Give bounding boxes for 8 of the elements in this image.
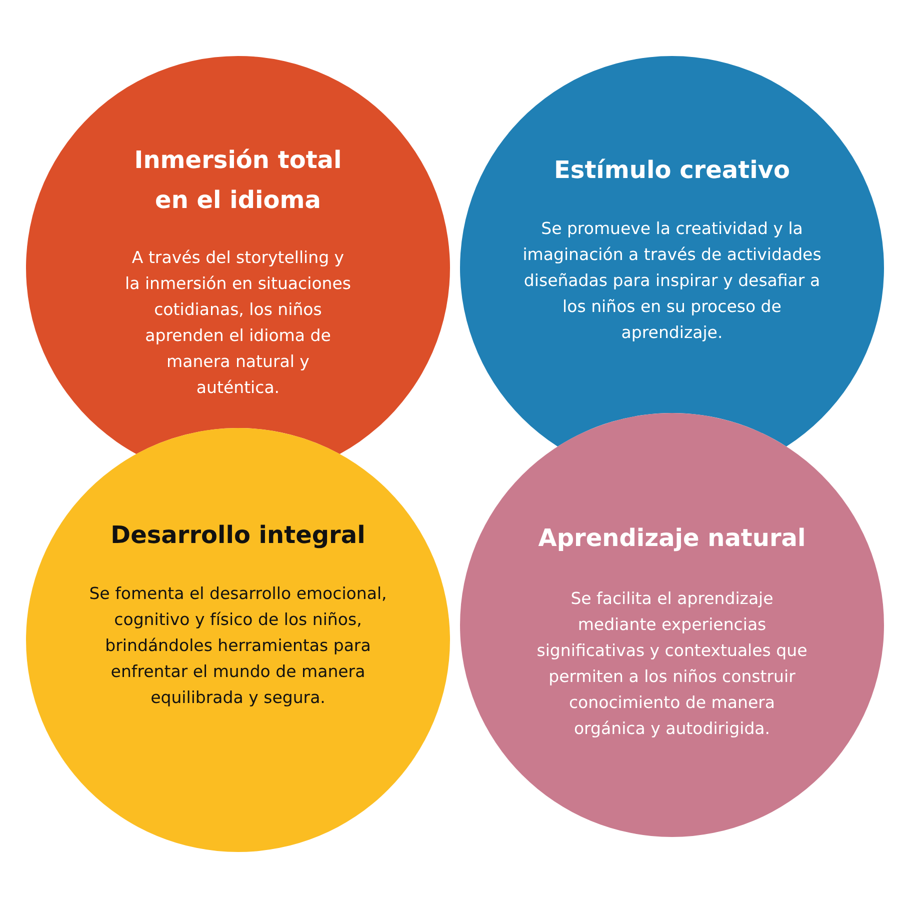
heading-text: Aprendizaje natural	[537, 523, 807, 554]
heading-text: Estímulo creativo	[553, 155, 791, 186]
description-text: Se facilita el aprendizaje mediante experiencias significativas y contextuales que permiten a los niños construir conocimiento de manera orgánica y autodirigida.	[536, 588, 808, 740]
heading-text: Desarrollo integral	[110, 520, 366, 551]
description-text: Se promueve la creatividad y la imaginación a través de actividades diseñadas para inspirar y desafiar a los niños en su proceso de aprendizaje.	[522, 218, 822, 344]
description-text: Se fomenta el desarrollo emocional, cognitivo y físico de los niños, brindándoles herramientas para enfrentar el mundo de manera equilibrada y segura.	[88, 583, 388, 709]
heading-text: Inmersión total en el idioma	[133, 145, 343, 216]
description-text: A través del storytelling y la inmersión en situaciones cotidianas, los niños aprenden el idioma de manera natural y auténtica.	[124, 247, 352, 399]
